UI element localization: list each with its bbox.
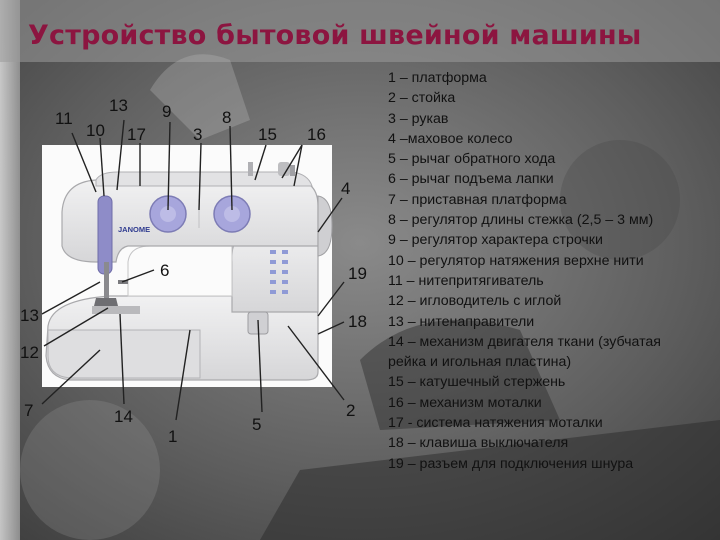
callout-16: 16 [307, 125, 326, 144]
callout-13-top: 13 [109, 96, 128, 115]
callout-3: 3 [193, 125, 202, 144]
legend-item: 13 – нитенаправители [388, 313, 535, 330]
legend-item: 14 – механизм двигателя ткани (зубчатая … [388, 333, 661, 371]
brand-logo: JANOME [118, 225, 150, 234]
callout-1: 1 [168, 427, 177, 446]
legend-item: 4 –маховое колесо [388, 130, 513, 147]
legend-item: 6 – рычаг подъема лапки [388, 171, 554, 188]
legend-item: 17 - система натяжения моталки [388, 415, 603, 432]
legend-item: 3 – рукав [388, 110, 449, 127]
legend-item: 8 – регулятор длины стежка (2,5 – 3 мм) [388, 212, 654, 229]
needle-bar [104, 262, 109, 298]
needle-plate [92, 306, 140, 314]
page-title: Устройство бытовой швейной машины [28, 20, 642, 51]
legend-item: 9 – регулятор характера строчки [388, 232, 603, 249]
free-arm-cover [47, 329, 201, 379]
callout-7: 7 [24, 401, 33, 420]
parts-legend: 1 – платформа 2 – стойка 3 – рукав 4 –ма… [388, 68, 693, 474]
legend-item: 15 – катушечный стержень [388, 374, 566, 391]
callout-8: 8 [222, 108, 231, 127]
callout-17: 17 [127, 125, 146, 144]
presser-foot [94, 298, 118, 306]
arm [61, 179, 319, 263]
sewing-machine-illustration: JANOME [45, 162, 333, 381]
callout-5: 5 [252, 415, 261, 434]
callout-2: 2 [346, 401, 355, 420]
callout-11: 11 [55, 109, 73, 128]
legend-item: 16 – механизм моталки [388, 394, 542, 411]
legend-item: 7 – приставная платформа [388, 191, 567, 208]
throat-opening [127, 245, 233, 297]
callout-14: 14 [114, 407, 133, 426]
spool-pin [248, 162, 253, 176]
legend-item: 2 – стойка [388, 90, 456, 107]
callout-18: 18 [348, 312, 367, 331]
legend-item: 5 – рычаг обратного хода [388, 151, 556, 168]
legend-item: 12 – игловодитель с иглой [388, 293, 562, 310]
legend-item: 1 – платформа [388, 70, 487, 86]
callout-6: 6 [160, 261, 169, 280]
bobbin-winder [278, 162, 290, 176]
callout-numbers: 11 13 9 8 10 17 3 15 16 4 6 19 13 18 12 … [20, 96, 367, 446]
callout-9: 9 [162, 102, 171, 121]
legend-item: 18 – клавиша выключателя [388, 435, 569, 452]
legend-item: 11 – нитепритягиватель [388, 272, 544, 289]
callout-10: 10 [86, 121, 105, 140]
handwheel [317, 195, 333, 257]
callout-4: 4 [341, 179, 350, 198]
legend-item: 19 – разъем для подключения шнура [388, 455, 634, 472]
legend-item: 10 – регулятор натяжения верхне нити [388, 252, 644, 269]
callout-12: 12 [20, 343, 39, 362]
callout-15: 15 [258, 125, 277, 144]
stitch-chart [270, 250, 288, 294]
callout-13-left: 13 [20, 306, 39, 325]
callout-19: 19 [348, 264, 367, 283]
leader-lines [41, 119, 345, 421]
